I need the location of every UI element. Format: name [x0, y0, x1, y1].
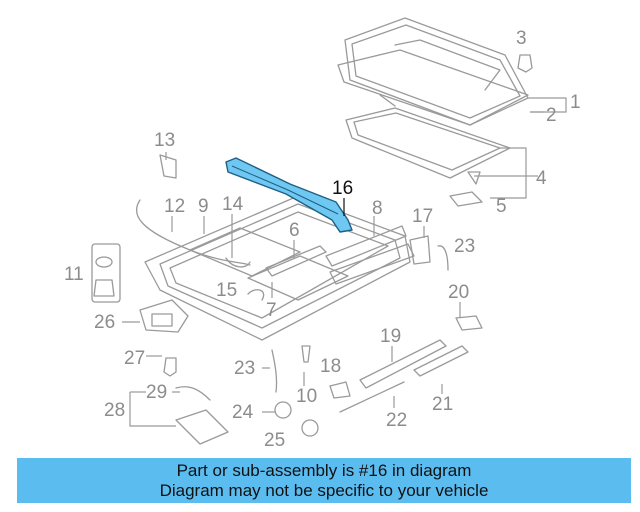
callout-25: 25 [264, 430, 285, 451]
callout-7: 7 [266, 300, 277, 321]
callout-10: 10 [296, 386, 317, 407]
callout-24: 24 [232, 402, 254, 423]
callout-27: 27 [124, 348, 145, 369]
callout-9: 9 [198, 196, 209, 217]
callout-20: 20 [448, 282, 469, 303]
banner-line-1: Part or sub-assembly is #16 in diagram [176, 461, 472, 480]
callout-23b: 23 [234, 358, 255, 379]
callout-17: 17 [412, 206, 433, 227]
leader-lines [122, 97, 567, 427]
info-banner: Part or sub-assembly is #16 in diagram D… [17, 458, 631, 503]
part-16-highlighted [225, 157, 353, 233]
callout-19: 19 [380, 326, 401, 347]
sunroof-frame [144, 195, 411, 341]
callout-16: 16 [332, 178, 353, 199]
glass-panel-assembly [337, 17, 529, 179]
callout-6: 6 [289, 220, 300, 241]
callout-21: 21 [432, 394, 453, 415]
callout-29: 29 [146, 382, 167, 403]
parts-diagram: 1 2 3 4 5 6 7 8 9 10 11 12 13 14 15 16 1… [64, 17, 581, 451]
callout-22: 22 [386, 410, 407, 431]
callout-2: 2 [546, 105, 557, 126]
callout-13: 13 [154, 130, 175, 151]
callout-8: 8 [372, 198, 383, 219]
callout-23a: 23 [454, 236, 475, 257]
small-parts [91, 54, 533, 445]
callout-18: 18 [320, 356, 341, 377]
banner-line-2: Diagram may not be specific to your vehi… [159, 481, 489, 500]
callout-12: 12 [164, 196, 185, 217]
callout-numbers: 1 2 3 4 5 6 7 8 9 10 11 12 13 14 15 16 1… [64, 28, 581, 451]
callout-26: 26 [94, 312, 115, 333]
callout-15: 15 [216, 280, 237, 301]
callout-3: 3 [516, 28, 527, 49]
callout-4: 4 [536, 168, 547, 189]
callout-1: 1 [570, 92, 581, 113]
callout-14: 14 [222, 194, 244, 215]
callout-5: 5 [496, 196, 507, 217]
callout-11: 11 [64, 264, 84, 285]
callout-28: 28 [104, 400, 125, 421]
